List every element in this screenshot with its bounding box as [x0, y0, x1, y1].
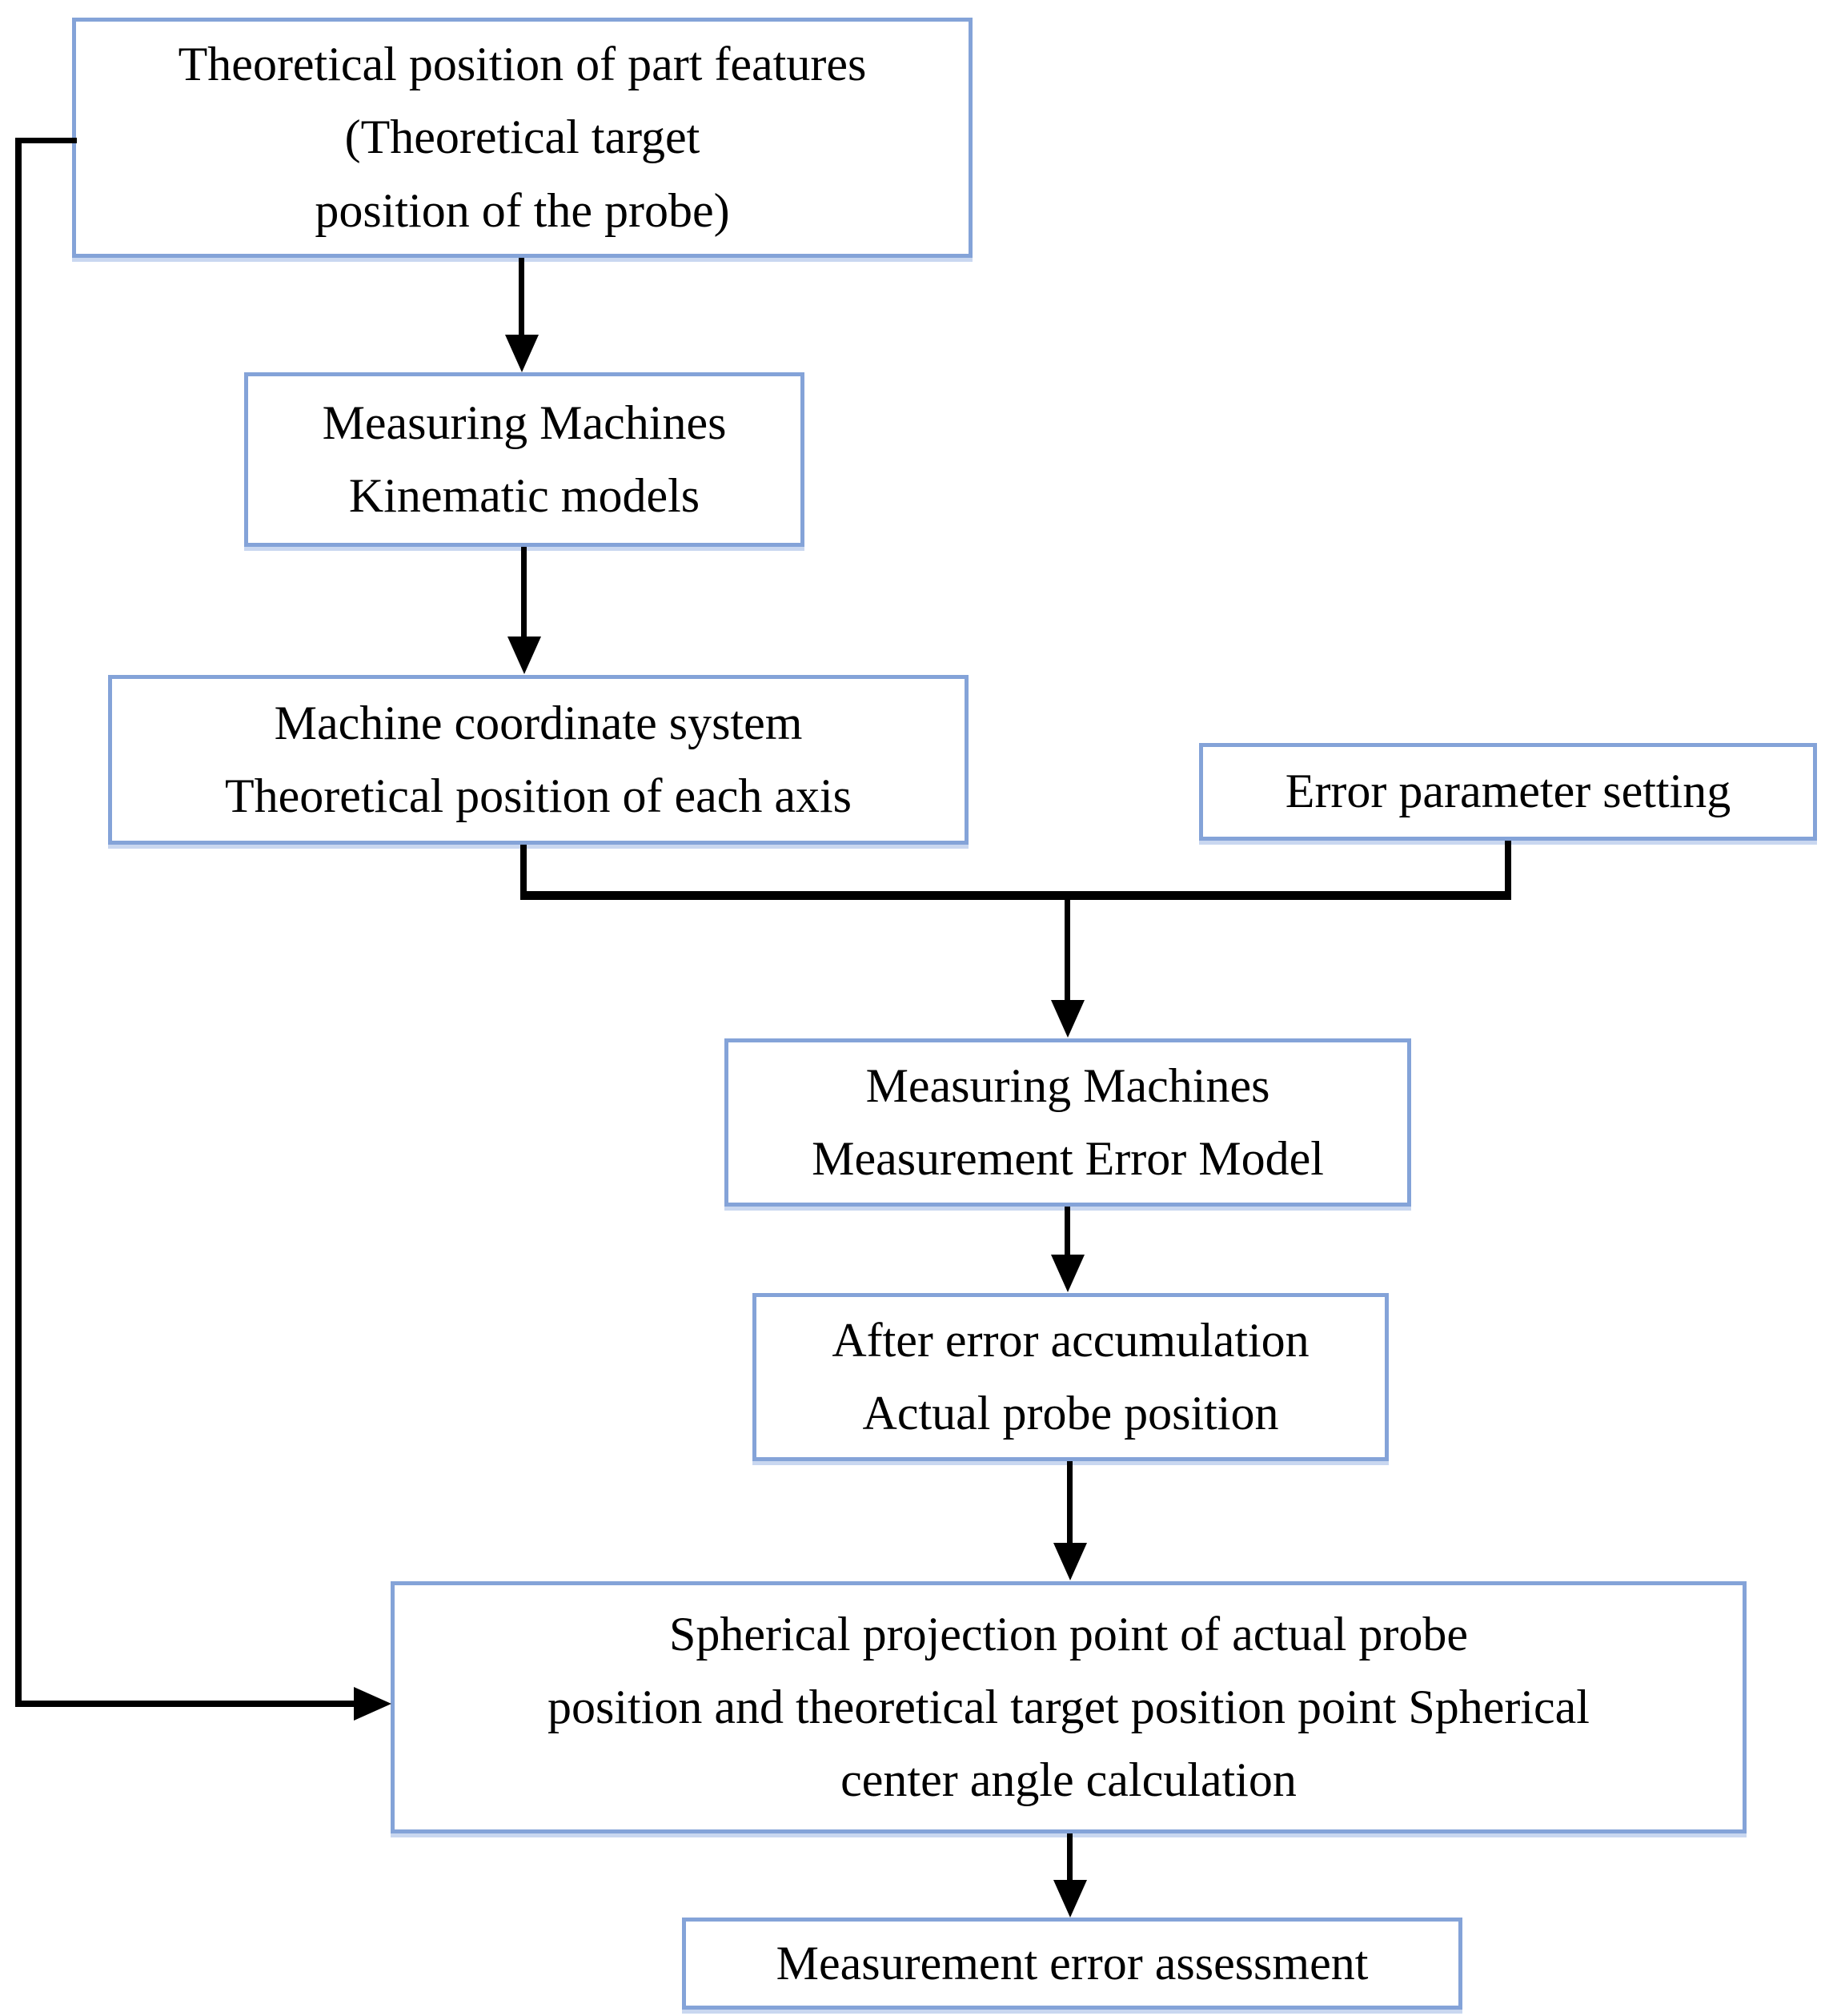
box-text-line: After error accumulation	[832, 1313, 1310, 1367]
arrow-junction-to-error-model-stem	[1065, 900, 1070, 1000]
feedback-arrow-head	[354, 1687, 391, 1721]
connector-junction-right-vertical	[1505, 841, 1511, 893]
box-text-line: Machine coordinate system	[274, 696, 803, 749]
flow-box-error-model: Measuring Machines Measurement Error Mod…	[724, 1038, 1411, 1207]
box-text-line: (Theoretical target	[344, 110, 700, 164]
box-text-line: Theoretical position of each axis	[224, 769, 852, 822]
flow-box-part-features: Theoretical position of part features (T…	[72, 18, 973, 258]
arrow-error-model-to-probe-stem	[1065, 1207, 1070, 1255]
arrow-part-features-to-kinematic-stem	[519, 258, 524, 335]
arrow-probe-to-spherical-head	[1053, 1543, 1087, 1580]
flow-box-assessment: Measurement error assessment	[682, 1918, 1462, 2010]
feedback-line-vertical	[15, 138, 22, 1707]
arrow-error-model-to-probe-head	[1051, 1255, 1085, 1292]
box-text-line: Spherical projection point of actual pro…	[669, 1607, 1468, 1661]
feedback-line-top-stub	[16, 138, 77, 143]
box-text-line: Measuring Machines	[865, 1058, 1270, 1112]
box-text-line: center angle calculation	[840, 1753, 1297, 1807]
connector-junction-left-vertical	[520, 845, 527, 893]
arrow-junction-to-error-model-head	[1051, 1000, 1085, 1038]
flow-box-probe-position: After error accumulation Actual probe po…	[752, 1293, 1389, 1461]
flow-box-error-parameter: Error parameter setting	[1199, 743, 1817, 841]
arrow-spherical-to-assessment-head	[1053, 1880, 1087, 1918]
box-text-line: Measurement error assessment	[776, 1936, 1369, 1990]
feedback-line-bottom-horizontal	[15, 1701, 355, 1707]
arrow-spherical-to-assessment-stem	[1067, 1833, 1073, 1880]
box-text-line: Measurement Error Model	[812, 1132, 1324, 1185]
box-text-line: Measuring Machines	[322, 396, 727, 449]
flow-box-coordinate-system: Machine coordinate system Theoretical po…	[108, 675, 969, 845]
arrow-probe-to-spherical-stem	[1067, 1461, 1073, 1543]
arrow-kinematic-to-coordinate-stem	[521, 547, 527, 637]
box-text-line: Error parameter setting	[1285, 765, 1731, 818]
arrow-part-features-to-kinematic-head	[505, 335, 539, 372]
connector-junction-horizontal	[520, 891, 1511, 900]
box-text-line: Actual probe position	[862, 1387, 1279, 1440]
flow-box-spherical-projection: Spherical projection point of actual pro…	[391, 1581, 1747, 1833]
box-text-line: Theoretical position of part features	[178, 38, 867, 91]
arrow-kinematic-to-coordinate-head	[507, 637, 541, 674]
flow-box-kinematic-models: Measuring Machines Kinematic models	[244, 372, 804, 547]
box-text-line: position of the probe)	[315, 183, 730, 237]
box-text-line: position and theoretical target position…	[547, 1680, 1590, 1733]
box-text-line: Kinematic models	[348, 469, 700, 522]
